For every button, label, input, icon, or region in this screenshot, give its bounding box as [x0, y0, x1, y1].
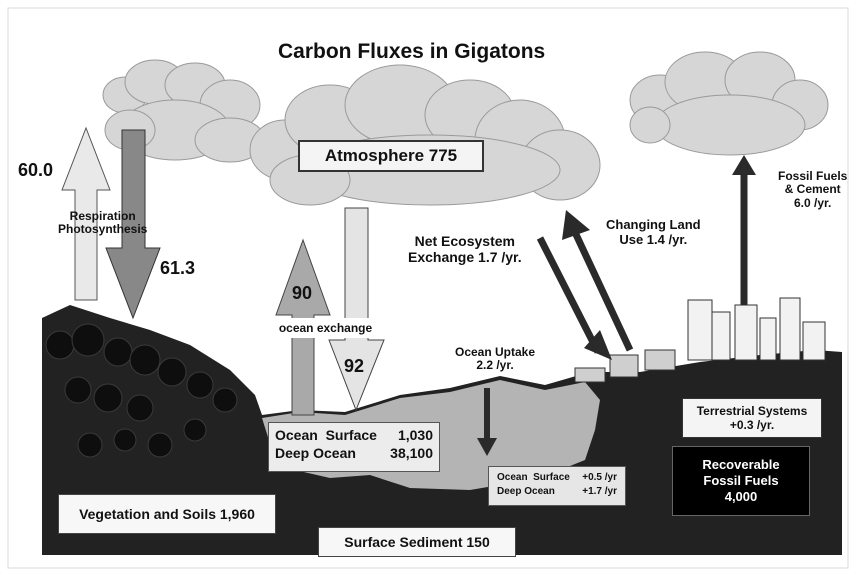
land-use-line1: Changing Land — [606, 217, 701, 232]
fossil-fuel-arrowhead — [732, 155, 756, 175]
land-use-up-arrow — [569, 226, 634, 352]
terrestrial-line2: +0.3 /yr. — [729, 418, 775, 432]
respiration-label: Respiration Photosynthesis — [58, 209, 148, 237]
respiration-arrow — [61, 126, 111, 301]
respiration-value: 60.0 — [18, 160, 54, 180]
cloud-left — [102, 59, 266, 163]
recoverable-line2: Fossil Fuels — [703, 472, 779, 488]
fossil-fuels-line1: Fossil Fuels — [778, 169, 848, 183]
ocean-exchange-up-value: 90 — [292, 283, 313, 303]
surface-sediment-box: Surface Sediment 150 — [318, 527, 516, 557]
recoverable-line3: 4,000 — [724, 489, 758, 505]
ocean-stock-box: Ocean Surface 1,030 Deep Ocean 38,100 — [268, 422, 440, 472]
land-use-up-arrowhead — [562, 210, 590, 240]
atmosphere-box: Atmosphere 775 — [298, 140, 484, 172]
vegetation-soils-box: Vegetation and Soils 1,960 — [58, 494, 276, 534]
ocean-down-arrow — [328, 207, 385, 412]
cloud-right — [629, 51, 829, 156]
diagram-title: Carbon Fluxes in Gigatons — [278, 40, 546, 63]
ocean-stock-deep-label: Deep Ocean — [275, 445, 356, 461]
ocean-uptake-line2: 2.2 /yr. — [476, 358, 514, 373]
ocean-stock-surface-value: 1,030 — [397, 427, 433, 443]
industrial-structures — [574, 349, 676, 383]
net-ecosystem-label: Net Ecosystem Exchange 1.7 /yr. — [408, 233, 522, 265]
ocean-uptake-line1: Ocean Uptake — [455, 345, 536, 359]
fossil-fuels-line2: & Cement — [784, 182, 841, 197]
fossil-fuels-line3: 6.0 /yr. — [793, 195, 832, 210]
ocean-change-surface-row: Ocean Surface +0.5 /yr — [497, 472, 617, 483]
ocean-change-deep-label: Deep Ocean — [497, 486, 555, 497]
ocean-exchange-label: ocean exchange — [268, 318, 383, 338]
terrestrial-line1: Terrestrial Systems — [696, 404, 808, 418]
land-use-label: Changing Land Use 1.4 /yr. — [606, 217, 701, 247]
ocean-stock-deep-row: Deep Ocean 38,100 — [275, 445, 433, 461]
net-ecosystem-down-arrow — [536, 236, 602, 354]
city-buildings — [687, 297, 826, 361]
ocean-change-box: Ocean Surface +0.5 /yr Deep Ocean +1.7 /… — [488, 466, 626, 506]
fossil-fuels-flux-label: Fossil Fuels & Cement 6.0 /yr. — [778, 169, 848, 210]
cloud-center — [249, 64, 601, 206]
photosynthesis-value: 61.3 — [160, 258, 196, 278]
land-use-line2: Use 1.4 /yr. — [619, 231, 688, 247]
ocean-change-deep-row: Deep Ocean +1.7 /yr — [497, 486, 617, 497]
ocean-change-surface-value: +0.5 /yr — [582, 472, 617, 483]
recoverable-fossil-fuels-box: Recoverable Fossil Fuels 4,000 — [672, 446, 810, 516]
forest — [45, 323, 238, 458]
ocean-uptake-label: Ocean Uptake 2.2 /yr. — [455, 345, 536, 373]
ocean-change-deep-value: +1.7 /yr — [582, 486, 617, 497]
ocean-stock-surface-label: Ocean Surface — [275, 427, 377, 443]
terrestrial-systems-box: Terrestrial Systems +0.3 /yr. — [682, 398, 822, 438]
ocean-uptake-arrowhead — [477, 438, 497, 456]
ocean-stock-surface-row: Ocean Surface 1,030 — [275, 427, 433, 443]
respiration-label-line2: Photosynthesis — [58, 222, 148, 237]
respiration-label-line1: Respiration — [69, 209, 136, 223]
recoverable-line1: Recoverable — [702, 456, 780, 472]
net-ecosystem-line1: Net Ecosystem — [414, 233, 515, 249]
photosynthesis-arrow — [105, 129, 161, 320]
ocean-change-surface-label: Ocean Surface — [497, 472, 570, 483]
ocean-stock-deep-value: 38,100 — [390, 445, 433, 461]
net-ecosystem-down-arrowhead — [584, 330, 612, 360]
ocean-exchange-down-value: 92 — [344, 356, 365, 376]
net-ecosystem-line2: Exchange 1.7 /yr. — [408, 248, 522, 265]
